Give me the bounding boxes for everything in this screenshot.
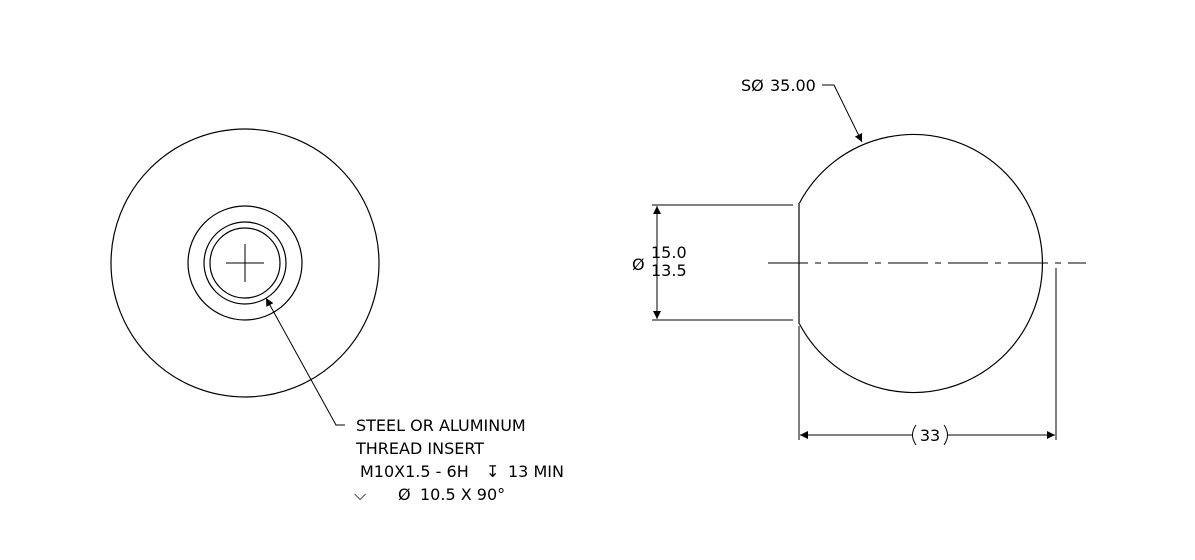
callout-line-2: THREAD INSERT — [355, 439, 484, 458]
sphere-dim-prefix: SØ — [741, 76, 764, 95]
length-dim-value: 33 — [920, 426, 940, 445]
countersink-circle — [203, 221, 287, 305]
depth-symbol: ↧ — [486, 462, 499, 481]
front-view: STEEL OR ALUMINUM THREAD INSERT M10X1.5 … — [110, 128, 564, 504]
diameter-symbol: Ø — [398, 485, 411, 504]
knob-outer-circle — [110, 128, 380, 398]
side-view: SØ 35.00 Ø 15.0 13.5 33 — [632, 76, 1086, 446]
insert-outer-circle — [187, 205, 303, 321]
callout-line-3: M10X1.5 - 6H — [360, 462, 469, 481]
thread-hole-circle — [209, 227, 281, 299]
callout-line-1: STEEL OR ALUMINUM — [356, 416, 526, 435]
insert-callout: STEEL OR ALUMINUM THREAD INSERT M10X1.5 … — [354, 416, 564, 504]
callout-countersink-text: 10.5 X 90° — [420, 485, 505, 504]
neck-diameter-symbol: Ø — [632, 255, 645, 274]
sphere-dim-value: 35.00 — [770, 76, 816, 95]
ref-paren-left — [912, 424, 917, 446]
sphere-dim-leader — [822, 84, 863, 143]
insert-leader-line — [265, 297, 345, 426]
neck-dia-lower: 13.5 — [651, 261, 687, 280]
callout-depth-text: 13 MIN — [508, 462, 564, 481]
ref-paren-right — [943, 424, 948, 446]
neck-dia-upper: 15.0 — [651, 243, 687, 262]
countersink-symbol: ⌵ — [354, 485, 366, 504]
